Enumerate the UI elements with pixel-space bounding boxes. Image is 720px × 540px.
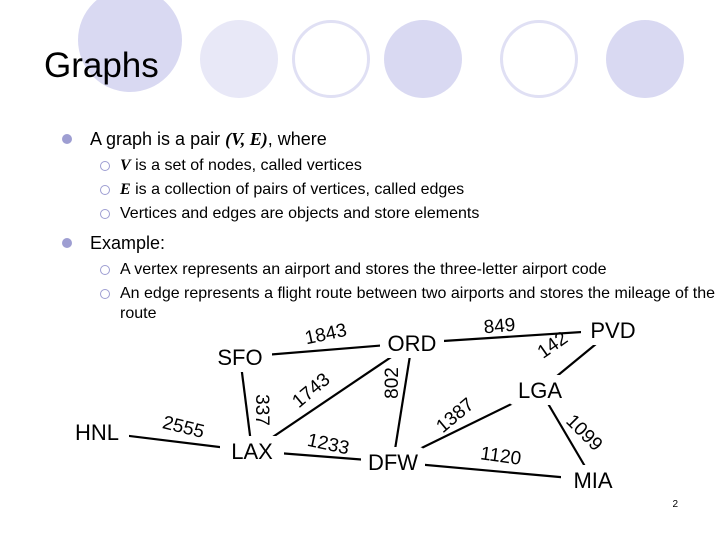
deco-circle bbox=[384, 20, 462, 98]
deco-circle bbox=[500, 20, 578, 98]
bullet-ring-icon bbox=[100, 185, 110, 195]
bullet-list: A graph is a pair (V, E), where V is a s… bbox=[60, 128, 715, 328]
node-label-sfo: SFO bbox=[217, 345, 262, 370]
sub-bullet-item: Vertices and edges are objects and store… bbox=[60, 204, 700, 224]
edge-label-lax-ord: 1743 bbox=[289, 369, 335, 412]
sub-bullet-text: An edge represents a flight route betwee… bbox=[120, 285, 716, 322]
bullet-text: , where bbox=[267, 129, 327, 149]
bullet-ring-icon bbox=[100, 289, 110, 299]
node-box-mia bbox=[561, 465, 625, 495]
sub-bullet-item: A vertex represents an airport and store… bbox=[60, 260, 700, 280]
node-box-sfo bbox=[208, 342, 272, 372]
deco-circle bbox=[78, 0, 182, 92]
deco-circle bbox=[200, 20, 278, 98]
edge-label-hnl-lax: 2555 bbox=[160, 412, 206, 443]
edge-sfo-lax bbox=[238, 356, 254, 452]
sub-bullet-item: An edge represents a flight route betwee… bbox=[60, 284, 720, 324]
edge-label-sfo-ord: 1843 bbox=[303, 320, 349, 349]
edge-label-lga-mia: 1099 bbox=[562, 411, 607, 456]
deco-circle bbox=[292, 20, 370, 98]
edge-ord-dfw bbox=[391, 342, 414, 463]
sub-bullet-item: V is a set of nodes, called vertices bbox=[60, 156, 700, 176]
node-label-lga: LGA bbox=[518, 378, 562, 403]
node-box-lga bbox=[508, 375, 572, 405]
math-expression: (V, E) bbox=[225, 129, 268, 149]
sub-bullet-text: A vertex represents an airport and store… bbox=[120, 261, 607, 278]
bullet-ring-icon bbox=[100, 161, 110, 171]
edge-label-dfw-mia: 1120 bbox=[479, 443, 522, 469]
page-title: Graphs bbox=[44, 46, 159, 85]
edge-ord-pvd bbox=[411, 328, 614, 345]
bullet-ring-icon bbox=[100, 265, 110, 275]
edge-label-ord-pvd: 849 bbox=[483, 315, 516, 339]
edge-lax-ord bbox=[251, 342, 413, 452]
node-box-dfw bbox=[361, 447, 425, 477]
sub-bullet-text: is a set of nodes, called vertices bbox=[130, 157, 362, 174]
bullet-item: Example: bbox=[60, 232, 700, 254]
sub-bullet-text: Vertices and edges are objects and store… bbox=[120, 205, 480, 222]
node-label-pvd: PVD bbox=[590, 318, 635, 343]
edge-dfw-mia bbox=[392, 460, 594, 482]
bullet-dot-icon bbox=[62, 238, 72, 248]
edge-label-ord-dfw: 802 bbox=[382, 367, 403, 399]
node-label-hnl: HNL bbox=[75, 420, 119, 445]
sub-bullet-item: E is a collection of pairs of vertices, … bbox=[60, 180, 700, 200]
bullet-item: A graph is a pair (V, E), where bbox=[60, 128, 700, 150]
bullet-text: Example: bbox=[90, 233, 166, 253]
node-box-pvd bbox=[581, 315, 645, 345]
node-label-dfw: DFW bbox=[368, 450, 418, 475]
math-symbol: V bbox=[120, 157, 131, 174]
node-box-lax bbox=[220, 436, 284, 466]
deco-circle bbox=[606, 20, 684, 98]
bullet-ring-icon bbox=[100, 209, 110, 219]
bullet-dot-icon bbox=[62, 134, 72, 144]
page-number: 2 bbox=[672, 499, 678, 510]
node-label-lax: LAX bbox=[231, 439, 273, 464]
bullet-text: A graph is a pair bbox=[90, 129, 226, 149]
node-label-mia: MIA bbox=[573, 468, 612, 493]
node-box-hnl bbox=[65, 417, 129, 447]
edge-label-sfo-lax: 337 bbox=[251, 394, 272, 426]
sub-bullet-text: is a collection of pairs of vertices, ca… bbox=[130, 181, 465, 198]
node-label-ord: ORD bbox=[388, 331, 437, 356]
math-symbol: E bbox=[120, 181, 131, 198]
node-box-ord bbox=[380, 328, 444, 358]
